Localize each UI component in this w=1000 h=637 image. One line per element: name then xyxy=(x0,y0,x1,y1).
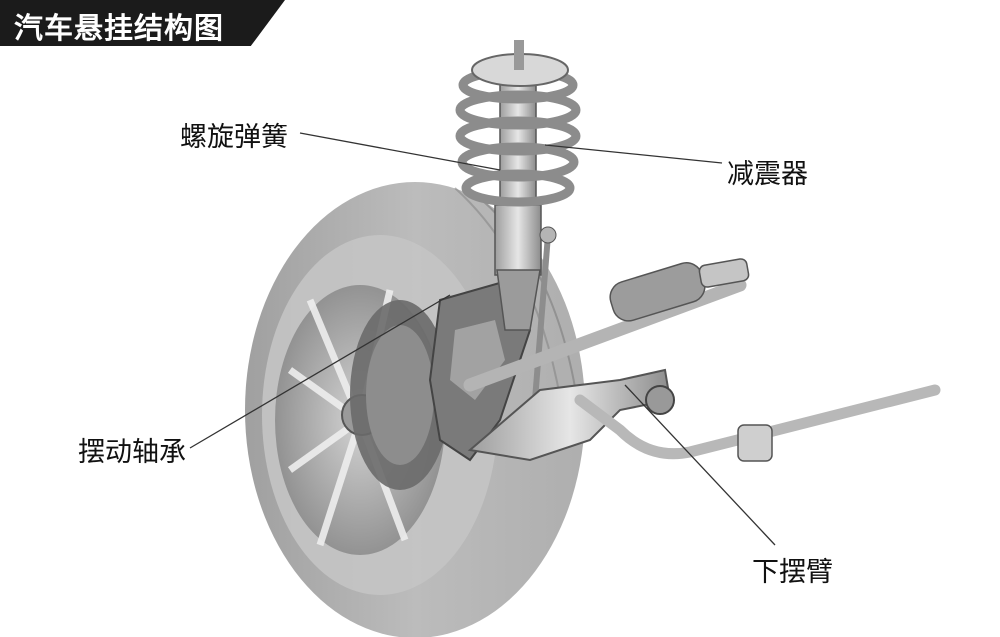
shock-absorber-label: 减震器 xyxy=(727,159,808,190)
brake-disc xyxy=(350,300,450,490)
title-banner xyxy=(0,0,285,46)
stabilizer-link xyxy=(532,226,557,401)
coil-spring xyxy=(455,66,581,207)
spring-top-mount xyxy=(471,40,569,87)
swing-bearing-label: 摆动轴承 xyxy=(78,437,186,468)
page-title: 汽车悬挂结构图 xyxy=(14,11,225,45)
leader-lines xyxy=(189,132,776,546)
lower-control-arm xyxy=(467,368,675,462)
lower-arm-label: 下摆臂 xyxy=(752,557,833,588)
coil-spring-label: 螺旋弹簧 xyxy=(180,122,288,153)
drive-shaft xyxy=(463,258,750,392)
